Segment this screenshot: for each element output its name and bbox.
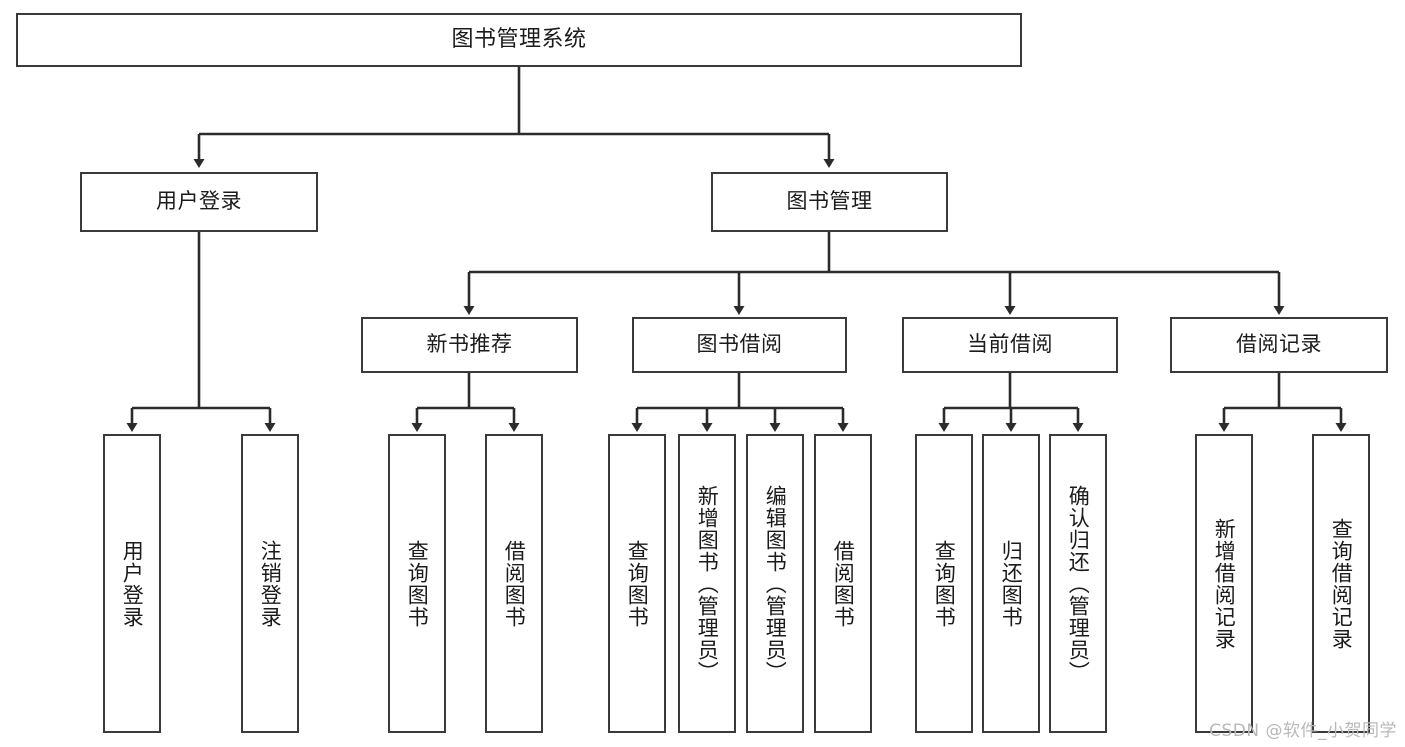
node-leaf-query-book-1-label: 查询图书 (405, 539, 430, 628)
node-leaf-query-book-2-label: 查询图书 (625, 539, 650, 628)
node-book-borrow-label: 图书借阅 (696, 332, 783, 357)
node-borrow-record-label: 借阅记录 (1236, 332, 1322, 357)
node-current-borrow[interactable]: 当前借阅 (902, 317, 1118, 373)
node-leaf-return-book[interactable]: 归还图书 (982, 434, 1040, 733)
node-user-login-label: 用户登录 (156, 189, 242, 214)
node-leaf-borrow-book-2[interactable]: 借阅图书 (814, 434, 872, 733)
node-leaf-return-book-label: 归还图书 (999, 539, 1024, 628)
node-leaf-logout[interactable]: 注销登录 (241, 434, 299, 733)
node-leaf-add-borrow-record[interactable]: 新增借阅记录 (1195, 434, 1253, 733)
node-leaf-borrow-book-1[interactable]: 借阅图书 (485, 434, 543, 733)
node-leaf-add-book-admin-label: 新增图书（管理员） (695, 484, 720, 683)
node-leaf-confirm-return-admin[interactable]: 确认归还（管理员） (1049, 434, 1107, 733)
node-leaf-user-login[interactable]: 用户登录 (103, 434, 161, 733)
node-leaf-logout-label: 注销登录 (258, 539, 283, 628)
node-leaf-query-book-3[interactable]: 查询图书 (915, 434, 973, 733)
node-leaf-add-borrow-record-label: 新增借阅记录 (1212, 517, 1237, 650)
node-leaf-confirm-return-admin-label: 确认归还（管理员） (1066, 484, 1091, 683)
node-leaf-query-borrow-record[interactable]: 查询借阅记录 (1312, 434, 1370, 733)
node-root-title[interactable]: 图书管理系统 (16, 13, 1022, 67)
node-book-management-label: 图书管理 (786, 189, 873, 214)
node-leaf-query-book-2[interactable]: 查询图书 (608, 434, 666, 733)
node-leaf-add-book-admin[interactable]: 新增图书（管理员） (678, 434, 736, 733)
node-borrow-record[interactable]: 借阅记录 (1170, 317, 1388, 373)
node-user-login[interactable]: 用户登录 (80, 172, 318, 232)
node-book-management[interactable]: 图书管理 (711, 172, 948, 232)
node-leaf-query-book-3-label: 查询图书 (932, 539, 957, 628)
node-leaf-edit-book-admin-label: 编辑图书（管理员） (763, 484, 788, 683)
node-leaf-borrow-book-2-label: 借阅图书 (831, 539, 856, 628)
node-current-borrow-label: 当前借阅 (967, 332, 1053, 357)
node-root-title-label: 图书管理系统 (451, 26, 587, 52)
node-leaf-user-login-label: 用户登录 (120, 539, 145, 628)
node-leaf-query-borrow-record-label: 查询借阅记录 (1329, 517, 1354, 650)
node-new-book-recommend[interactable]: 新书推荐 (361, 317, 578, 373)
node-leaf-borrow-book-1-label: 借阅图书 (502, 539, 527, 628)
node-new-book-recommend-label: 新书推荐 (426, 332, 513, 357)
watermark-text: CSDN @软件_小贺同学 (1209, 721, 1397, 741)
node-leaf-query-book-1[interactable]: 查询图书 (388, 434, 446, 733)
node-leaf-edit-book-admin[interactable]: 编辑图书（管理员） (746, 434, 804, 733)
node-book-borrow[interactable]: 图书借阅 (632, 317, 847, 373)
